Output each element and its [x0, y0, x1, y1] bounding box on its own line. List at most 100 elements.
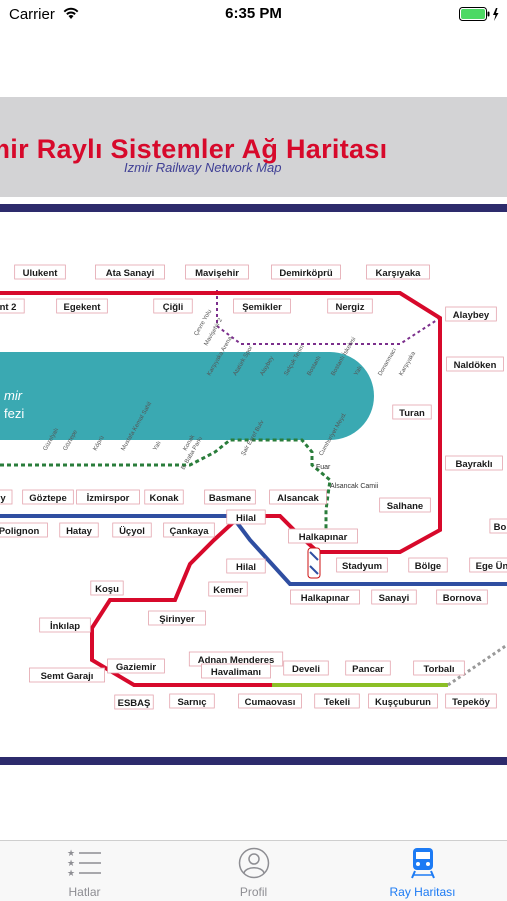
station-8[interactable]: Şemikler — [233, 298, 291, 314]
station-24[interactable]: Çankaya — [163, 522, 215, 538]
station-name: Sanayi — [379, 593, 410, 604]
railway-map[interactable]: mir Raylı Sistemler Ağ Haritası Izmir Ra… — [0, 97, 507, 767]
station-23[interactable]: Üçyol — [112, 522, 152, 538]
station-13[interactable]: Bayraklı — [445, 455, 503, 471]
station-34[interactable]: Halkapınar — [290, 589, 360, 605]
station-2[interactable]: Mavişehir — [185, 264, 249, 280]
station-name: Bölge — [415, 561, 441, 572]
station-4[interactable]: Karşıyaka — [366, 264, 430, 280]
station-name: İnkılap — [50, 621, 80, 632]
station-10[interactable]: Alaybey — [445, 306, 497, 322]
station-0[interactable]: Ulukent — [14, 264, 66, 280]
station-9[interactable]: Nergiz — [327, 298, 373, 314]
station-12[interactable]: Turan — [392, 404, 432, 420]
station-name: Turan — [399, 408, 425, 419]
station-37[interactable]: Şirinyer — [148, 610, 206, 626]
station-26[interactable]: Halkapınar — [288, 528, 358, 544]
station-28[interactable]: Stadyum — [336, 557, 388, 573]
station-box — [238, 693, 302, 709]
station-name: Semt Garajı — [41, 671, 94, 682]
station-19[interactable]: Alsancak — [269, 489, 327, 505]
station-box — [288, 528, 358, 544]
station-17[interactable]: Konak — [144, 489, 184, 505]
station-15[interactable]: Göztepe — [22, 489, 74, 505]
station-22[interactable]: Hatay — [59, 522, 99, 538]
station-35[interactable]: Sanayi — [371, 589, 417, 605]
station-21[interactable]: Polignon — [0, 522, 48, 538]
train-icon — [411, 848, 435, 879]
station-box — [233, 298, 291, 314]
station-box — [413, 660, 465, 676]
station-45[interactable]: Semt Garajı — [29, 667, 105, 683]
station-38[interactable]: İnkılap — [39, 617, 91, 633]
station-box — [76, 489, 140, 505]
station-27[interactable]: Hilal — [226, 558, 266, 574]
station-3[interactable]: Demirköprü — [271, 264, 341, 280]
station-name: Alsancak — [277, 493, 319, 504]
station-1[interactable]: Ata Sanayi — [95, 264, 165, 280]
station-name: Kuşçuburun — [375, 697, 431, 708]
station-31[interactable]: Bo — [489, 518, 507, 534]
station-name: ESBAŞ — [118, 698, 151, 709]
station-30[interactable]: Ege Ün — [469, 557, 507, 573]
station-box — [56, 298, 108, 314]
station-7[interactable]: Çiğli — [153, 298, 193, 314]
station-18[interactable]: Basmane — [204, 489, 256, 505]
tab-profil[interactable]: Profil — [169, 841, 338, 901]
station-5[interactable]: nt 2 — [0, 298, 25, 314]
station-name: Stadyum — [342, 561, 382, 572]
station-39[interactable]: Gaziemir — [107, 658, 165, 674]
station-33[interactable]: Kemer — [208, 581, 248, 597]
station-11[interactable]: Naldöken — [446, 356, 504, 372]
station-name: Havalimanı — [211, 667, 261, 678]
station-name: Polignon — [0, 526, 40, 537]
station-46[interactable]: ESBAŞ — [114, 694, 154, 710]
station-6[interactable]: Egekent — [56, 298, 108, 314]
station-50[interactable]: Kuşçuburun — [368, 693, 438, 709]
svg-text:★: ★ — [67, 849, 75, 859]
battery-icon — [459, 7, 499, 21]
bay-label-1: mir — [4, 388, 23, 403]
station-name: Hatay — [66, 526, 93, 537]
station-box — [371, 589, 417, 605]
station-name: Alaybey — [453, 310, 490, 321]
station-name: Mavişehir — [195, 268, 239, 279]
station-box — [29, 667, 105, 683]
station-labels: Ulukent Ata Sanayi Mavişehir Demirköprü Karş… — [0, 264, 507, 710]
station-20[interactable]: Salhane — [379, 497, 431, 513]
list-icon: ★ ★ ★ — [67, 849, 101, 879]
station-16[interactable]: İzmirspor — [76, 489, 140, 505]
station-41[interactable]: Havalimanı — [201, 663, 271, 679]
station-box — [226, 558, 266, 574]
station-name: Kemer — [213, 585, 243, 596]
station-44[interactable]: Torbalı — [413, 660, 465, 676]
station-name: Hilal — [236, 562, 256, 573]
station-box — [379, 497, 431, 513]
station-51[interactable]: Tepeköy — [445, 693, 497, 709]
station-36[interactable]: Bornova — [436, 589, 488, 605]
station-48[interactable]: Cumaovası — [238, 693, 302, 709]
tram-note-0: Fuar — [316, 464, 331, 471]
status-bar: Carrier 6:35 PM — [0, 0, 507, 30]
station-32[interactable]: Koşu — [90, 580, 124, 596]
clock: 6:35 PM — [225, 5, 282, 22]
station-25[interactable]: Hilal — [226, 509, 266, 525]
station-29[interactable]: Bölge — [408, 557, 448, 573]
station-name: Adnan Menderes — [198, 655, 275, 666]
map-subtitle: Izmir Railway Network Map — [124, 160, 282, 175]
tab-hatlar[interactable]: ★ ★ ★ Hatlar — [0, 841, 169, 901]
station-47[interactable]: Sarnıç — [169, 693, 215, 709]
station-box — [436, 589, 488, 605]
station-42[interactable]: Develi — [283, 660, 329, 676]
station-43[interactable]: Pancar — [345, 660, 391, 676]
station-box — [114, 694, 154, 710]
tab-hatlar-label: Hatlar — [68, 885, 101, 899]
station-box — [290, 589, 360, 605]
station-box — [95, 264, 165, 280]
tab-ray-haritasi[interactable]: Ray Haritası — [338, 841, 507, 901]
station-14[interactable]: y — [0, 489, 13, 505]
station-49[interactable]: Tekeli — [314, 693, 360, 709]
station-box — [0, 298, 25, 314]
metro-line — [0, 514, 507, 586]
station-name: Koşu — [95, 584, 119, 595]
